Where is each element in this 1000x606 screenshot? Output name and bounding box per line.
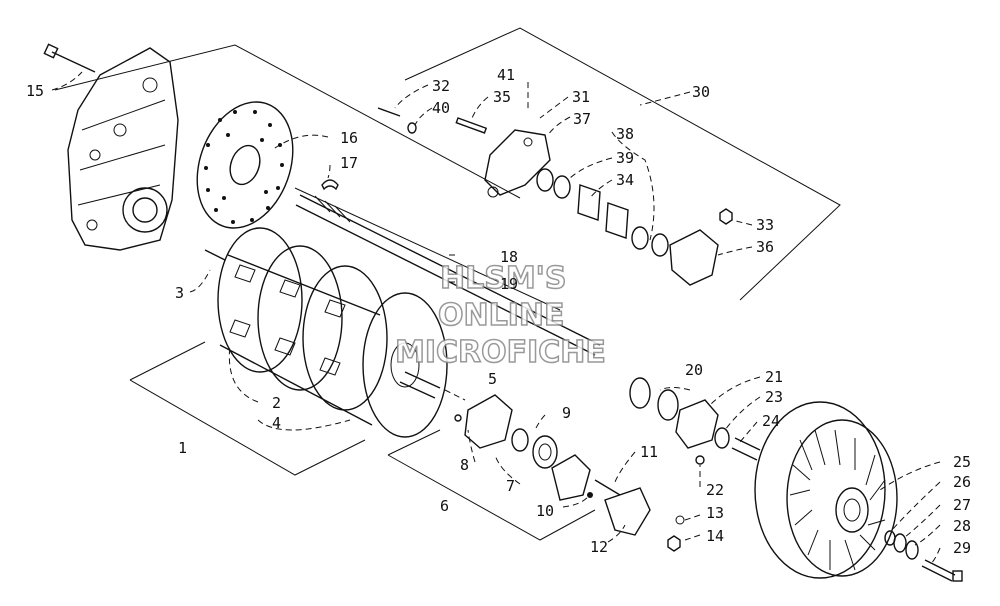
callout-5: 5 bbox=[488, 370, 497, 388]
callout-13: 13 bbox=[706, 504, 724, 522]
callout-28: 28 bbox=[953, 517, 971, 535]
drive-shaft-18 bbox=[295, 194, 601, 356]
watermark: HLSM'S ONLINE MICROFICHE bbox=[394, 260, 606, 371]
callout-23: 23 bbox=[765, 388, 783, 406]
callout-20: 20 bbox=[685, 361, 703, 379]
watermark-line-1: HLSM'S bbox=[440, 261, 566, 296]
watermark-line-3: MICROFICHE bbox=[395, 335, 606, 370]
caliper-group-bracket bbox=[404, 27, 841, 301]
callout-38: 38 bbox=[616, 125, 634, 143]
caliper-assembly-30 bbox=[377, 107, 733, 286]
callout-9: 9 bbox=[562, 404, 571, 422]
gearcase-housing bbox=[67, 47, 179, 251]
callout-14: 14 bbox=[706, 527, 724, 545]
callout-37: 37 bbox=[573, 110, 591, 128]
callout-41: 41 bbox=[497, 66, 515, 84]
callout-36: 36 bbox=[756, 238, 774, 256]
callout-12: 12 bbox=[590, 538, 608, 556]
callout-8: 8 bbox=[460, 456, 469, 474]
callout-18: 18 bbox=[500, 248, 518, 266]
callout-24: 24 bbox=[762, 412, 780, 430]
callout-30: 30 bbox=[692, 83, 710, 101]
callout-32: 32 bbox=[432, 77, 450, 95]
callout-4: 4 bbox=[272, 414, 281, 432]
clip-17 bbox=[321, 179, 339, 191]
callout-29: 29 bbox=[953, 539, 971, 557]
callout-31: 31 bbox=[572, 88, 590, 106]
callout-17: 17 bbox=[340, 154, 358, 172]
callout-35: 35 bbox=[493, 88, 511, 106]
callout-2: 2 bbox=[272, 394, 281, 412]
leader-lines bbox=[51, 71, 941, 566]
callout-7: 7 bbox=[506, 477, 515, 495]
callout-1: 1 bbox=[178, 439, 187, 457]
callout-27: 27 bbox=[953, 496, 971, 514]
bearing-20-and-spacers bbox=[629, 377, 761, 465]
callout-40: 40 bbox=[432, 99, 450, 117]
driven-clutch-25 bbox=[754, 401, 898, 579]
clutch-group-bracket bbox=[129, 341, 366, 476]
callout-labels: 1 2 3 4 5 6 7 8 9 10 11 12 13 14 15 16 1… bbox=[26, 66, 971, 557]
callout-15: 15 bbox=[26, 82, 44, 100]
shaft-group-bracket bbox=[54, 44, 561, 311]
brake-disc-16 bbox=[196, 101, 294, 229]
callout-21: 21 bbox=[765, 368, 783, 386]
bearing-group-bracket bbox=[387, 429, 596, 541]
callout-3: 3 bbox=[175, 284, 184, 302]
watermark-line-2: ONLINE bbox=[438, 298, 565, 333]
bolt-15 bbox=[43, 43, 96, 73]
callout-25: 25 bbox=[953, 453, 971, 471]
callout-33: 33 bbox=[756, 216, 774, 234]
callout-26: 26 bbox=[953, 473, 971, 491]
drive-clutch-assembly bbox=[204, 227, 448, 438]
callout-34: 34 bbox=[616, 171, 634, 189]
bearing-housing-group bbox=[454, 394, 685, 552]
washers-and-bolt-26-29 bbox=[884, 530, 963, 582]
callout-10: 10 bbox=[536, 502, 554, 520]
callout-16: 16 bbox=[340, 129, 358, 147]
callout-11: 11 bbox=[640, 443, 658, 461]
callout-6: 6 bbox=[440, 497, 449, 515]
callout-19: 19 bbox=[500, 275, 518, 293]
callout-22: 22 bbox=[706, 481, 724, 499]
callout-39: 39 bbox=[616, 149, 634, 167]
